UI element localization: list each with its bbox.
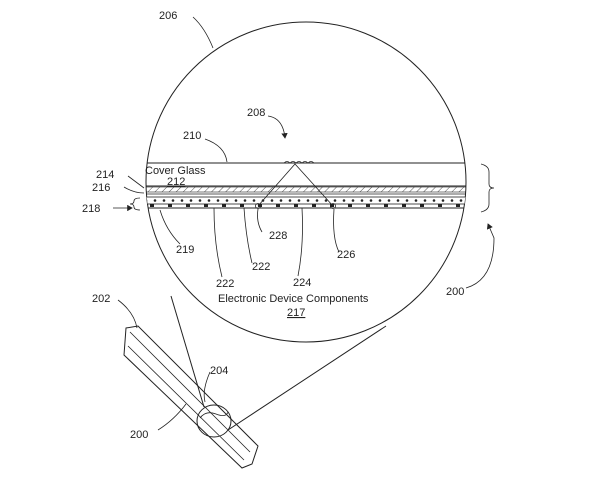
- sensor-dot: [234, 199, 238, 202]
- sensor-element: [456, 204, 460, 207]
- sensor-dot: [243, 199, 247, 202]
- ref-216: 216: [92, 182, 110, 194]
- sensor-dot: [207, 199, 211, 202]
- sensor-dot: [324, 199, 328, 202]
- sensor-dot: [153, 199, 157, 202]
- sensor-element: [258, 204, 262, 207]
- sensor-element: [168, 204, 172, 207]
- sensor-element: [384, 204, 388, 207]
- sensor-dot: [180, 199, 184, 202]
- sensor-area-204: [196, 404, 232, 438]
- sensor-dot: [297, 199, 301, 202]
- ref-208: 208: [247, 107, 265, 119]
- sensor-element: [402, 204, 406, 207]
- device-202: [123, 325, 259, 469]
- sensor-dot: [315, 199, 319, 202]
- ref-206: 206: [159, 10, 177, 22]
- sensor-dot: [378, 199, 382, 202]
- sensor-dot: [189, 199, 193, 202]
- sensor-dot: [216, 199, 220, 202]
- components-label: Electronic Device Components: [218, 293, 369, 305]
- fingerprint-ridge: [283, 161, 315, 164]
- sensor-element: [330, 204, 334, 207]
- sensor-dot: [351, 199, 355, 202]
- sensor-dot: [423, 199, 427, 202]
- detector-226: [330, 203, 336, 209]
- sensor-dot: [288, 199, 292, 202]
- sensor-dot: [450, 199, 454, 202]
- sensor-dot: [279, 199, 283, 202]
- layer-stack: [146, 162, 466, 209]
- sensor-dot: [162, 199, 166, 202]
- emitter-228: [255, 203, 261, 209]
- sensor-dot: [360, 199, 364, 202]
- sensor-dot: [396, 199, 400, 202]
- sensor-element: [276, 204, 280, 207]
- sensor-dot: [306, 199, 310, 202]
- sensor-dot: [369, 199, 373, 202]
- ref-200-lower: 200: [130, 429, 148, 441]
- sensor-element: [348, 204, 352, 207]
- sensor-dot: [441, 199, 445, 202]
- magnified-view-circle: [145, 21, 467, 343]
- sensor-dot: [432, 199, 436, 202]
- sensor-dots: [146, 199, 463, 207]
- sensor-dot: [252, 199, 256, 202]
- sensor-element: [312, 204, 316, 207]
- sensor-element: [240, 204, 244, 207]
- sensor-dot: [225, 199, 229, 202]
- components-number: 217: [287, 307, 305, 319]
- sensor-dot: [171, 199, 175, 202]
- sensor-element: [366, 204, 370, 207]
- ref-202: 202: [92, 293, 110, 305]
- sensor-dot: [270, 199, 274, 202]
- ref-228: 228: [269, 230, 287, 242]
- cover-glass-number: 212: [167, 176, 185, 188]
- ref-222-upper: 222: [252, 261, 270, 273]
- ref-224: 224: [293, 277, 311, 289]
- sensor-dot: [333, 199, 337, 202]
- sensor-element: [204, 204, 208, 207]
- sensor-element: [420, 204, 424, 207]
- ref-214: 214: [96, 169, 114, 181]
- ref-222-lower: 222: [216, 278, 234, 290]
- ref-200-right: 200: [446, 286, 464, 298]
- sensor-dot: [387, 199, 391, 202]
- sensor-element: [438, 204, 442, 207]
- sensor-element: [222, 204, 226, 207]
- ref-218: 218: [82, 203, 100, 215]
- sensor-element: [150, 204, 154, 207]
- ref-226: 226: [337, 249, 355, 261]
- sensor-element: [186, 204, 190, 207]
- ref-210: 210: [183, 130, 201, 142]
- light-path: [257, 163, 334, 207]
- sensor-element: [294, 204, 298, 207]
- ref-219: 219: [176, 244, 194, 256]
- sensor-dot: [405, 199, 409, 202]
- sensor-dot: [414, 199, 418, 202]
- ref-204: 204: [210, 365, 228, 377]
- sensor-dot: [198, 199, 202, 202]
- sensor-dot: [342, 199, 346, 202]
- sensor-dot: [459, 199, 463, 202]
- cover-glass-label: Cover Glass: [145, 165, 206, 177]
